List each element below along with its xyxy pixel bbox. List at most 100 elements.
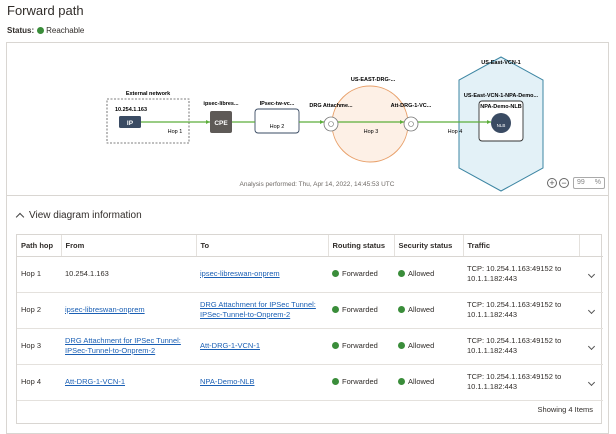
routing-cell: Forwarded [328,292,394,329]
zoom-out-button[interactable]: − [559,178,569,188]
zoom-in-button[interactable]: + [547,178,557,188]
security-cell: Allowed [394,364,463,401]
arrow-icon [320,120,324,124]
column-header[interactable]: From [61,235,197,257]
from-cell: DRG Attachment for IPSec Tunnel: IPSec-T… [61,328,196,365]
cpe-node-icon[interactable] [210,111,232,133]
routing-cell: Forwarded [328,328,394,365]
to-cell: ipsec-libreswan-onprem [196,256,328,293]
status-label: Status: [7,26,35,35]
diagram-canvas: External network 10.254.1.163 IP ipsec-l… [106,56,544,192]
column-header[interactable]: Security status [394,235,464,257]
vcn-label: US-East-VCN-1 [481,60,520,66]
table-row: Hop 3 DRG Attachment for IPSec Tunnel: I… [17,328,603,365]
column-header[interactable]: Traffic [463,235,580,257]
security-cell: Allowed [394,328,463,365]
info-header-label: View diagram information [29,210,142,221]
column-header[interactable]: Routing status [328,235,395,257]
to-cell: Att-DRG-1-VCN-1 [196,328,328,365]
to-link[interactable]: DRG Attachment for IPSec Tunnel: IPSec-T… [200,299,316,320]
expand-cell[interactable] [579,328,603,365]
expand-cell[interactable] [579,292,603,329]
routing-status: Forwarded [342,304,378,314]
to-link[interactable]: NPA-Demo-NLB [200,376,255,386]
from-link[interactable]: Att-DRG-1-VCN-1 [65,376,126,386]
security-status: Allowed [408,376,435,386]
ipsec-tunnel-node[interactable] [254,108,300,134]
from-link[interactable]: ipsec-libreswan-onprem [65,304,145,314]
table-header-row: Path hop From To Routing status Security… [17,235,603,257]
status-dot-icon [398,269,405,277]
ipsec-tunnel-label: IPsec-tw-vc... [260,101,295,107]
status-dot-icon [398,305,405,313]
expand-cell[interactable] [579,364,603,401]
ip-address-label: 10.254.1.163 [115,107,147,113]
traffic-cell: TCP: 10.254.1.163:49152 to 10.1.1.182:44… [463,292,579,329]
table-footer: Showing 4 Items [537,405,593,414]
chevron-down-icon[interactable] [587,342,595,350]
ip-node-icon[interactable] [119,116,141,128]
from-cell: Att-DRG-1-VCN-1 [61,364,196,401]
path-diagram[interactable]: External network 10.254.1.163 IP ipsec-l… [6,42,609,196]
expand-cell[interactable] [579,256,603,293]
security-status: Allowed [408,268,435,278]
hop-cell: Hop 2 [17,292,61,329]
diagram-info-panel: View diagram information Path hop From T… [6,196,609,434]
table-row: Hop 2 ipsec-libreswan-onprem DRG Attachm… [17,292,603,329]
hop-cell: Hop 3 [17,328,61,365]
hop3-label: Hop 3 [364,129,379,135]
status-dot-icon [332,305,339,313]
status-line: Status: Reachable [7,26,84,35]
traffic-cell: TCP: 10.254.1.163:49152 to 10.1.1.182:44… [463,256,579,293]
to-cell: NPA-Demo-NLB [196,364,328,401]
column-header[interactable]: Path hop [17,235,62,257]
chevron-up-icon [15,212,25,222]
from-link[interactable]: DRG Attachment for IPSec Tunnel: IPSec-T… [65,335,181,356]
att-drg-label: Att-DRG-1-VC... [391,103,432,109]
chevron-down-icon[interactable] [587,306,595,314]
arrow-icon [206,120,210,124]
from-cell: ipsec-libreswan-onprem [61,292,196,329]
subnet-label: US-East-VCN-1-NPA-Demo... [464,93,539,99]
from-cell: 10.254.1.163 [61,256,196,293]
status-dot-icon [398,341,405,349]
att-drg-node-icon[interactable] [403,116,419,132]
hop-cell: Hop 4 [17,364,61,401]
column-header[interactable]: To [196,235,329,257]
nlb-node-icon[interactable] [491,113,511,133]
status-value: Reachable [46,26,85,35]
routing-status: Forwarded [342,376,378,386]
drg-region-label: US-EAST-DRG-... [351,77,396,83]
external-network-label: External network [126,91,171,97]
nlb-badge: NLB [497,123,506,128]
to-link[interactable]: ipsec-libreswan-onprem [200,268,280,278]
table-row: Hop 4 Att-DRG-1-VCN-1 NPA-Demo-NLB Forwa… [17,364,603,401]
chevron-down-icon[interactable] [587,378,595,386]
attachment-inner-icon [328,121,334,127]
security-status: Allowed [408,340,435,350]
hop4-label: Hop 4 [448,129,463,135]
zoom-controls: + − 99% [547,177,605,189]
security-cell: Allowed [394,256,463,293]
column-header-expand [579,235,603,257]
info-toggle[interactable]: View diagram information [15,210,142,222]
table-row: Hop 1 10.254.1.163 ipsec-libreswan-onpre… [17,256,603,293]
routing-status: Forwarded [342,268,378,278]
zoom-unit: % [594,179,601,186]
zoom-input[interactable]: 99% [573,177,605,189]
ip-badge: IP [127,120,134,127]
routing-cell: Forwarded [328,256,394,293]
drg-attachment-node-icon[interactable] [323,116,339,132]
page-title: Forward path [7,3,84,18]
to-cell: DRG Attachment for IPSec Tunnel: IPSec-T… [196,292,328,329]
status-dot-icon [332,377,339,385]
arrow-icon [400,120,404,124]
hop2-label: Hop 2 [270,124,285,130]
to-link[interactable]: Att-DRG-1-VCN-1 [200,340,261,350]
chevron-down-icon[interactable] [587,270,595,278]
status-dot-icon [332,269,339,277]
status-dot-icon [398,377,405,385]
status-dot-icon [332,341,339,349]
drg-region-circle [331,85,409,163]
traffic-cell: TCP: 10.254.1.163:49152 to 10.1.1.182:44… [463,328,579,365]
